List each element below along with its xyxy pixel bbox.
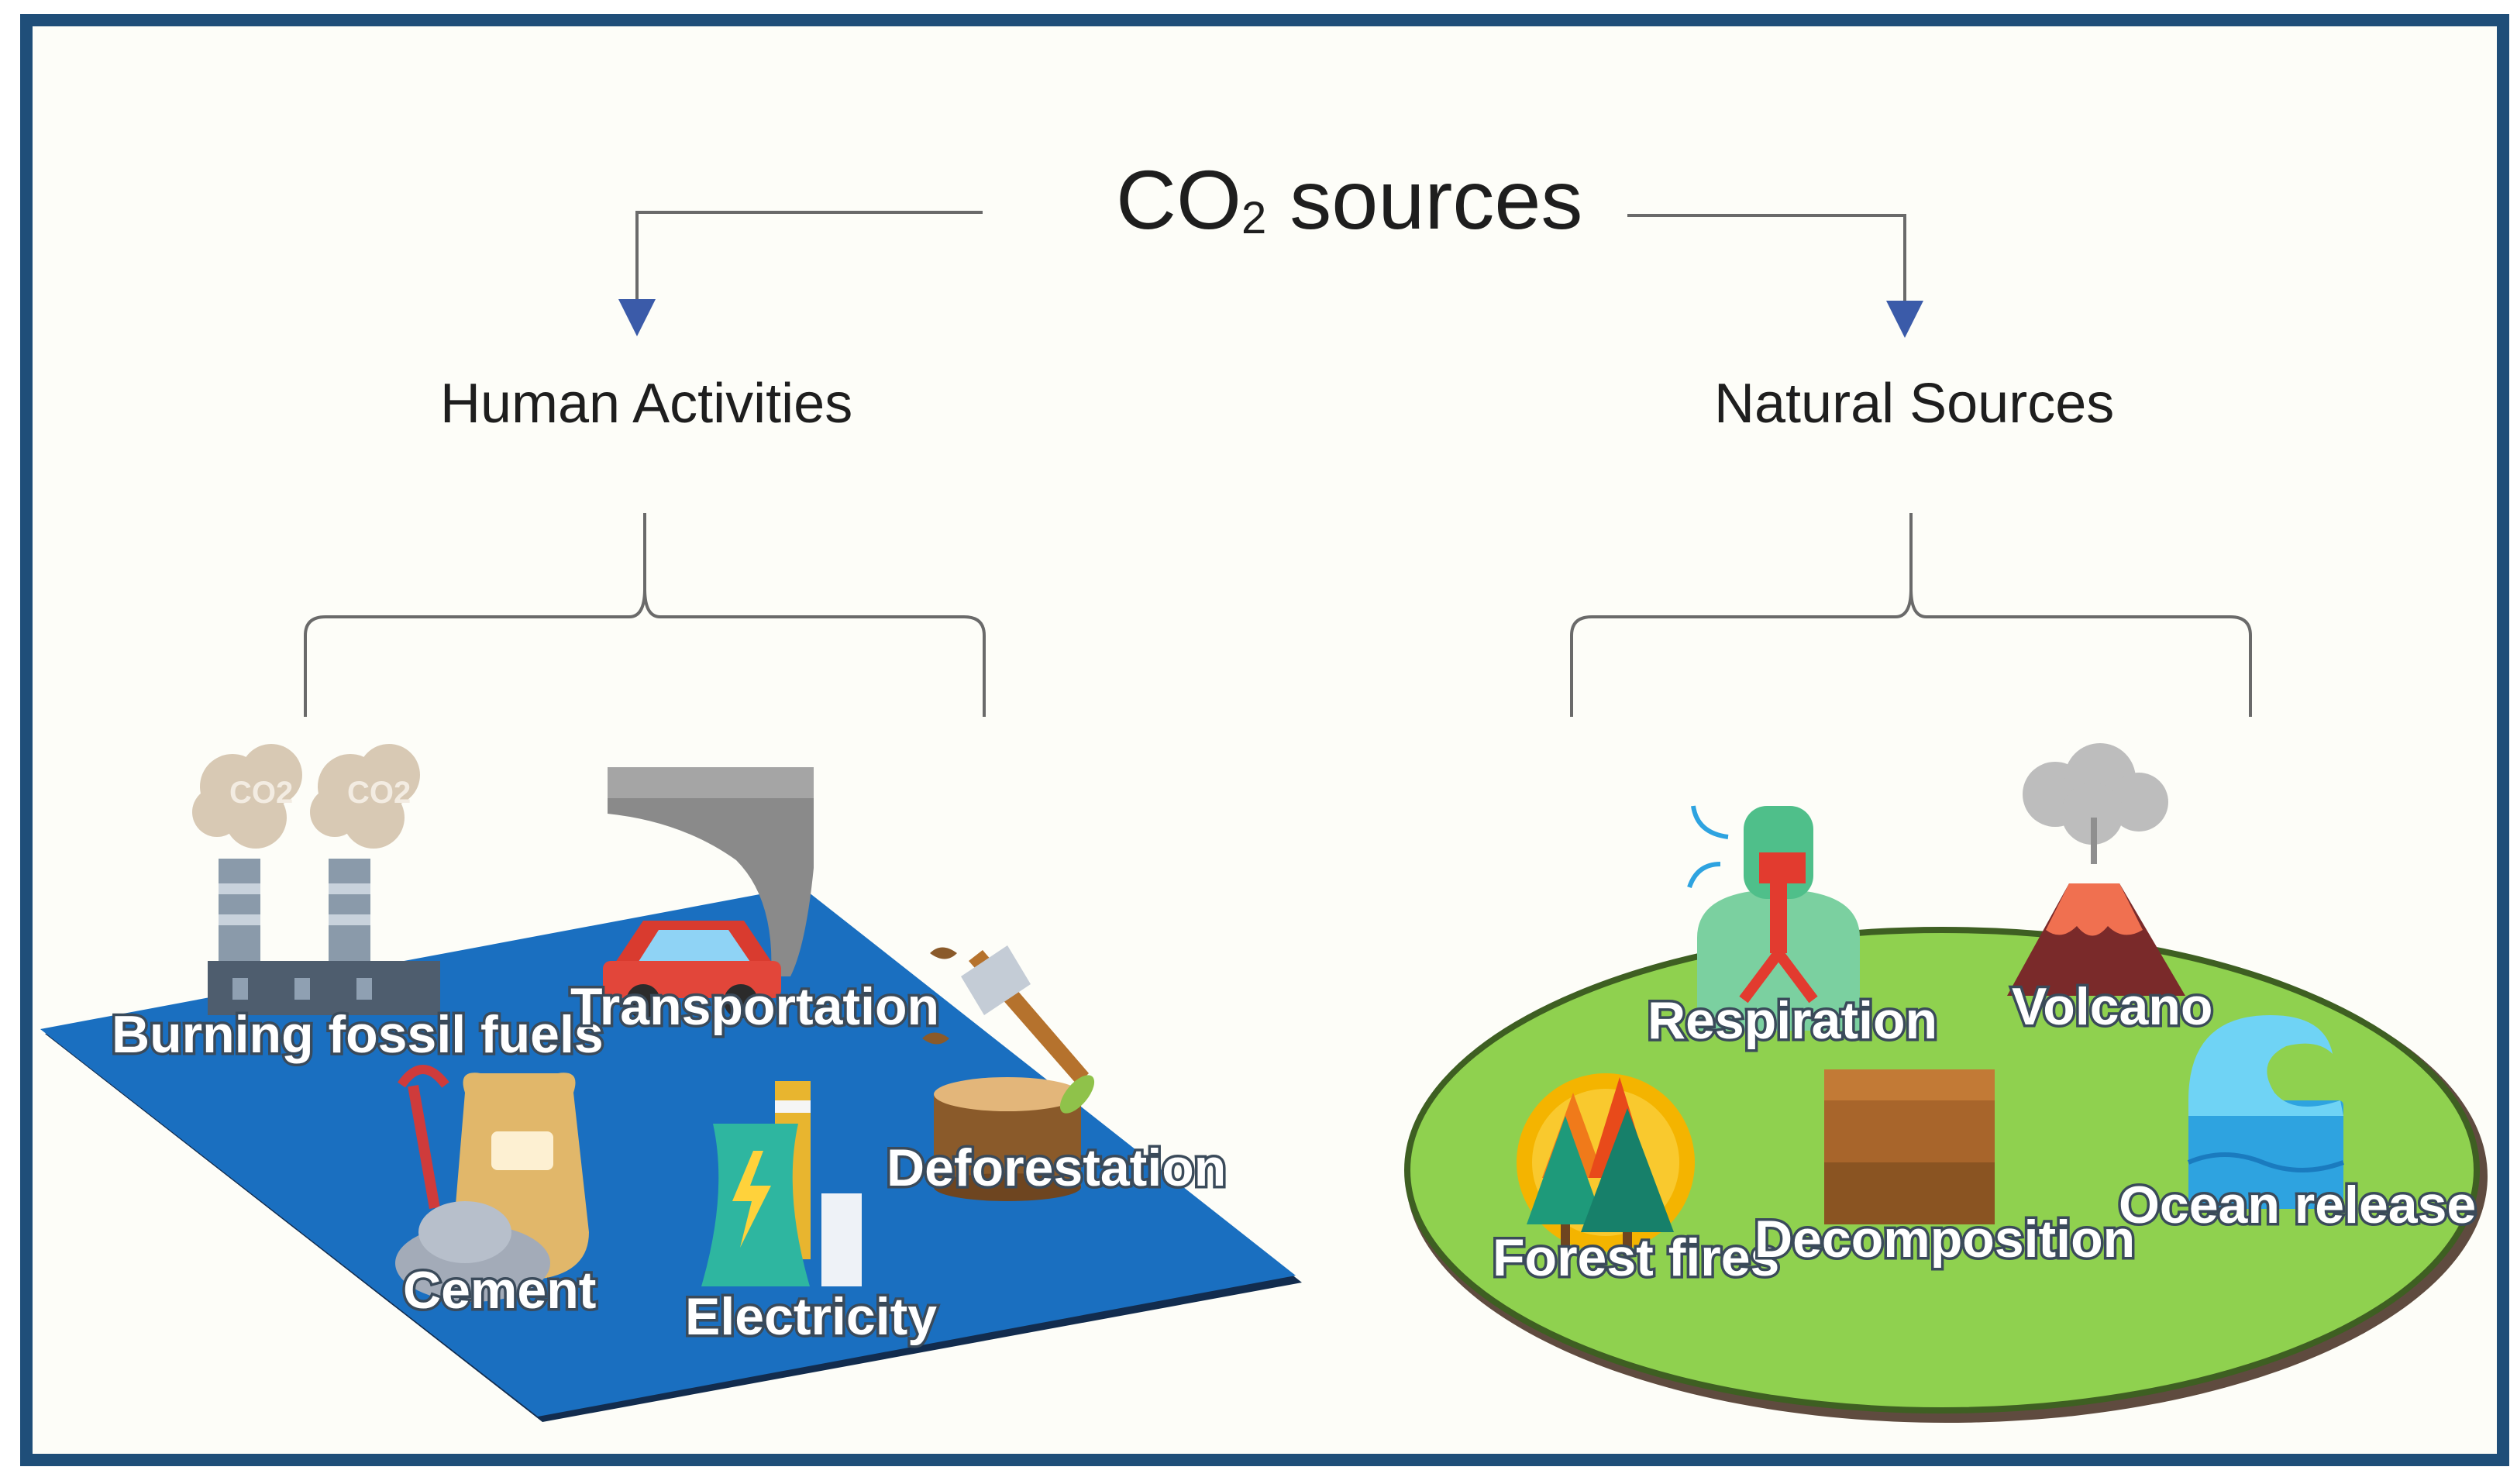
label-deforestation: Deforestation xyxy=(887,1138,1226,1197)
label-burning-fossil-fuels: Burning fossil fuels xyxy=(112,1005,604,1064)
forest-fire-icon xyxy=(1517,1073,1695,1255)
brace-human xyxy=(304,513,986,717)
label-cement: Cement xyxy=(403,1261,596,1320)
label-volcano: Volcano xyxy=(2012,977,2212,1036)
soil-layer-icon xyxy=(1824,1069,1995,1224)
heading-human-activities: Human Activities xyxy=(440,373,852,435)
ocean-wave-icon xyxy=(2187,1015,2345,1209)
label-transportation: Transportation xyxy=(570,977,939,1036)
smoke-plume-icon xyxy=(608,767,814,976)
shovel-icon xyxy=(398,1065,449,1210)
tree-stump-icon xyxy=(934,1075,1095,1201)
svg-text:CO2: CO2 xyxy=(229,776,293,810)
arrow-to-human xyxy=(618,211,983,336)
human-platform xyxy=(40,887,1296,1417)
power-plant-icon xyxy=(701,1081,862,1286)
label-ocean-release: Ocean release xyxy=(2119,1176,2476,1234)
co2-cloud-icon: CO2 xyxy=(310,744,420,849)
label-forest-fires: Forest fires xyxy=(1493,1228,1779,1287)
lungs-icon xyxy=(1697,806,1860,1031)
breath-arrows-icon xyxy=(1687,805,1729,889)
axe-icon xyxy=(922,945,1089,1085)
label-decomposition: Decomposition xyxy=(1754,1210,2135,1269)
brace-natural xyxy=(1570,513,2252,717)
co2-cloud-icon: CO2 xyxy=(192,744,302,849)
cement-pile-icon xyxy=(395,1201,550,1302)
volcano-icon xyxy=(2007,743,2185,996)
svg-text:CO2: CO2 xyxy=(347,776,411,810)
label-electricity: Electricity xyxy=(685,1287,937,1346)
arrow-to-natural xyxy=(1627,214,1923,338)
label-respiration: Respiration xyxy=(1648,991,1937,1050)
factory-icon xyxy=(208,859,440,1015)
car-icon xyxy=(603,921,781,1018)
heading-natural-sources: Natural Sources xyxy=(1714,373,2114,435)
diagram-title: CO2 sources xyxy=(1116,153,1582,246)
